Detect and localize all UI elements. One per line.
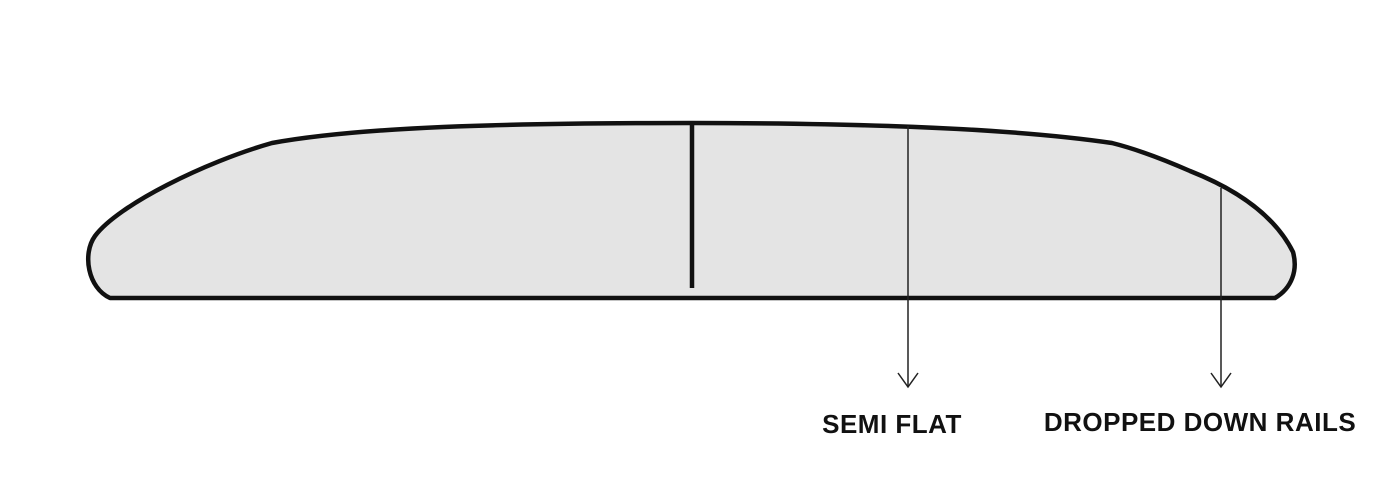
dropped-down-rails-arrowhead <box>1210 372 1232 389</box>
semi-flat-arrowhead <box>897 372 919 389</box>
dropped-down-rails-label: DROPPED DOWN RAILS <box>1044 407 1356 437</box>
semi-flat-label: SEMI FLAT <box>822 409 962 439</box>
dropped-down-rails-leader <box>1210 188 1232 389</box>
semi-flat-leader <box>897 126 919 389</box>
